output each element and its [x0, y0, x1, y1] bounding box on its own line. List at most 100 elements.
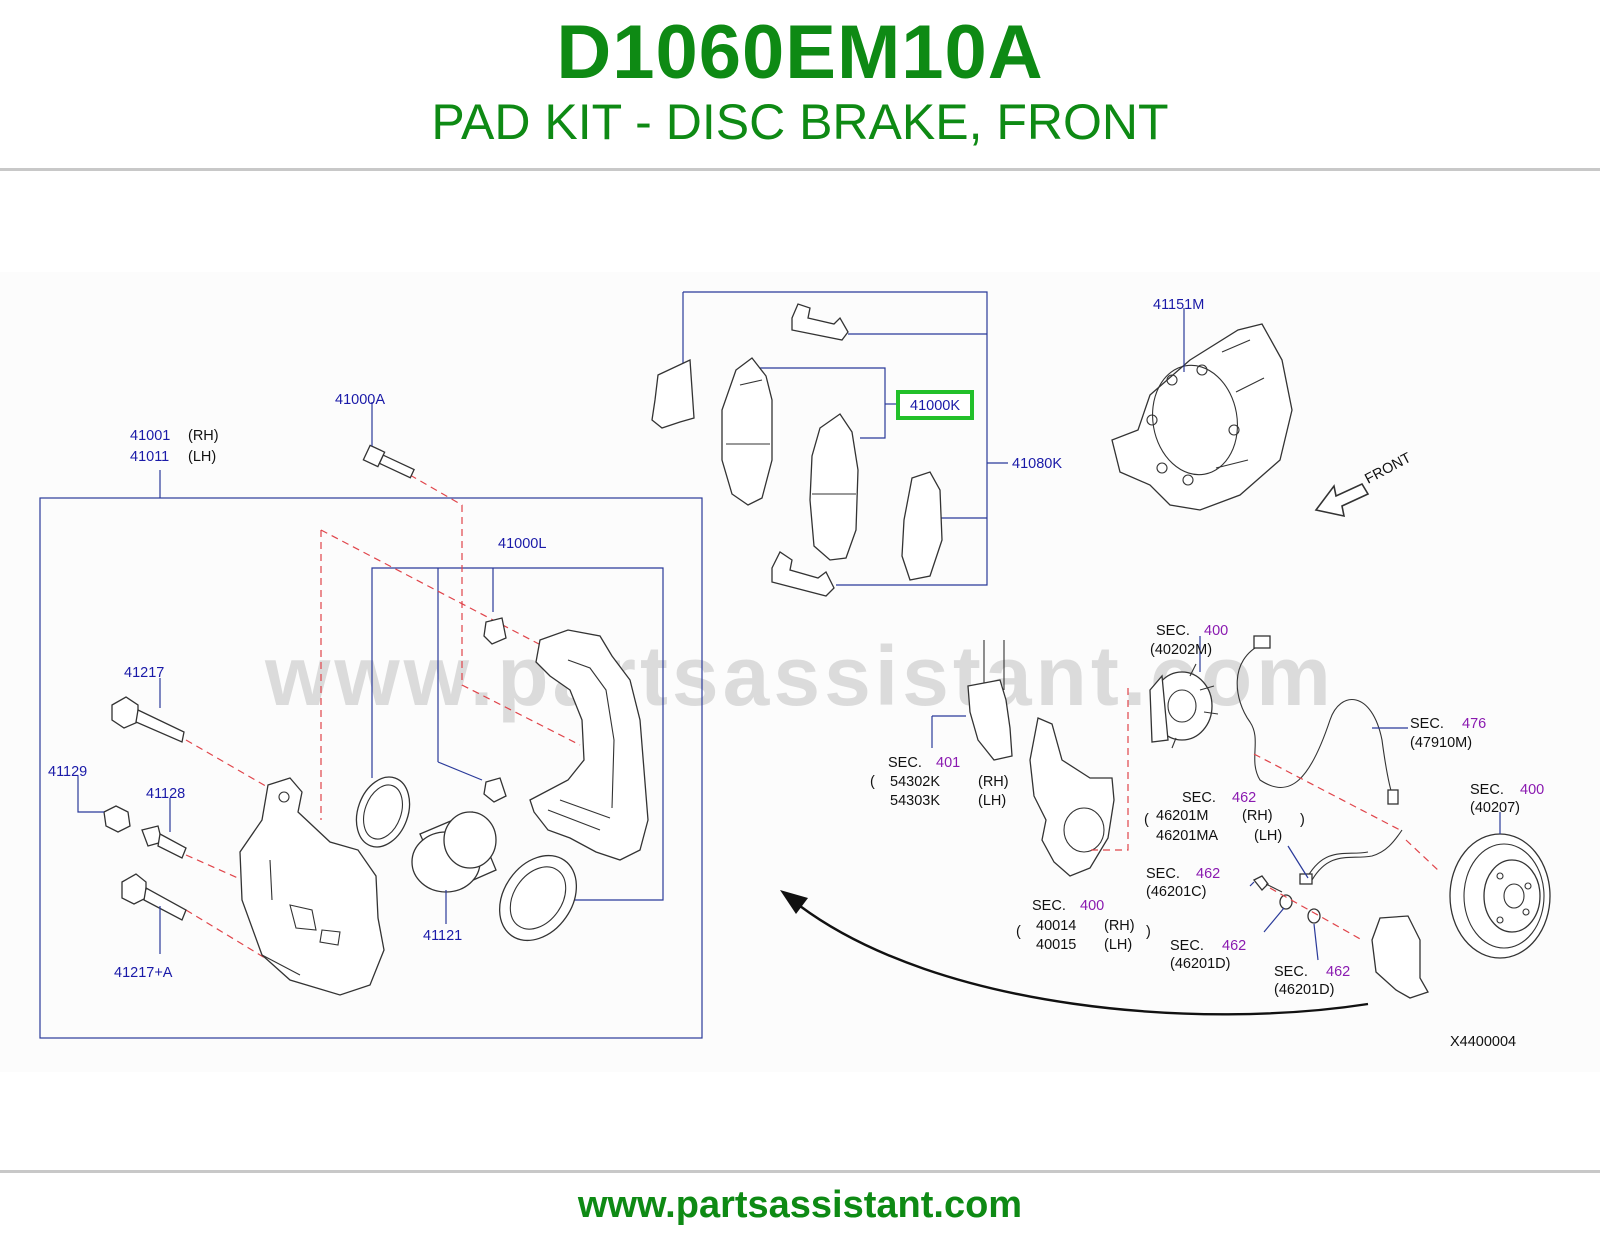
sec401-part-2: 54303K	[890, 793, 940, 809]
copper-washer-2-drawing	[1307, 908, 1321, 924]
sec400-bracket-left: (	[1016, 924, 1021, 940]
footer-divider	[0, 1170, 1600, 1173]
sec462-d2-number[interactable]: 462	[1326, 964, 1350, 980]
pin-boot-upper-drawing	[483, 617, 507, 645]
callout-41121[interactable]: 41121	[423, 928, 462, 944]
baffle-plate-drawing	[1111, 323, 1293, 511]
callout-41011-side: (LH)	[188, 449, 216, 465]
sec462-hose-number[interactable]: 462	[1232, 790, 1256, 806]
callout-41217A[interactable]: 41217+A	[114, 965, 173, 981]
callout-41000A[interactable]: 41000A	[335, 392, 385, 408]
leader-41000L-pin-end	[437, 761, 483, 781]
sec462-d1-part: (46201D)	[1170, 956, 1230, 972]
disc-rotor-drawing	[1449, 833, 1551, 959]
front-label: FRONT	[1362, 450, 1414, 488]
brake-pad-inner-drawing	[721, 357, 773, 506]
torque-member-bracket-lines	[371, 567, 664, 901]
pad-clip-upper-drawing	[791, 303, 849, 341]
sec462-c-label: SEC.	[1146, 866, 1180, 882]
sec400-rotor-label: SEC.	[1470, 782, 1504, 798]
bolt-41000A-drawing	[362, 444, 415, 479]
sec462-hose-side-2: (LH)	[1254, 828, 1282, 844]
caliper-body-drawing	[239, 777, 385, 996]
callout-41151M[interactable]: 41151M	[1153, 297, 1204, 313]
leader-41129	[77, 776, 104, 813]
sec401-number[interactable]: 401	[936, 755, 960, 771]
footer-website-link[interactable]: www.partsassistant.com	[577, 1184, 1023, 1226]
guide-pin-41217-drawing	[111, 696, 185, 743]
bleeder-screw-41128-drawing	[141, 825, 187, 859]
sec400-knuckle-label: SEC.	[1032, 898, 1066, 914]
sec400-knuckle-part-2: 40015	[1036, 937, 1076, 953]
steering-knuckle-drawing	[1029, 717, 1115, 877]
assembly-curved-arrow	[799, 905, 1369, 1016]
sec462-d1-number[interactable]: 462	[1222, 938, 1246, 954]
sec462-hose-side-1: (RH)	[1242, 808, 1273, 824]
sec462-c-number[interactable]: 462	[1196, 866, 1220, 882]
sec462-c-part: (46201C)	[1146, 884, 1206, 900]
sec476-label: SEC.	[1410, 716, 1444, 732]
copper-washer-1-drawing	[1279, 894, 1293, 910]
leader-sec462-d2	[1313, 923, 1319, 961]
piston-seal-drawing	[355, 776, 411, 848]
callout-41217[interactable]: 41217	[124, 665, 164, 681]
leader-41000K-pads	[758, 367, 886, 439]
sec401-part-1: 54302K	[890, 774, 940, 790]
callout-41011[interactable]: 41011	[130, 449, 169, 465]
sec462-d2-label: SEC.	[1274, 964, 1308, 980]
union-bolt-drawing	[1252, 875, 1283, 893]
leader-sec462-d1	[1263, 907, 1285, 933]
callout-41000L[interactable]: 41000L	[498, 536, 546, 552]
dash-line-9	[1405, 839, 1441, 873]
dash-line-6	[185, 909, 266, 959]
piston-41121-drawing	[411, 811, 497, 893]
diagram-canvas: www.partsassistant.com	[39, 291, 1551, 1050]
sec401-label: SEC.	[888, 755, 922, 771]
callout-41001[interactable]: 41001	[130, 428, 170, 444]
pad-shim-right-drawing	[901, 471, 943, 581]
sec462-hose-part-2: 46201MA	[1156, 828, 1218, 844]
caliper-small-drawing	[1371, 915, 1429, 999]
sec400-rotor-number[interactable]: 400	[1520, 782, 1544, 798]
header-divider	[0, 168, 1600, 171]
assembly-arrowhead	[780, 890, 808, 914]
pad-kit-frame-lines	[683, 291, 988, 586]
sec476-number[interactable]: 476	[1462, 716, 1486, 732]
sec462-hose-part-1: 46201M	[1156, 808, 1208, 824]
part-description: PAD KIT - DISC BRAKE, FRONT	[431, 94, 1169, 150]
sec401-bracket-left: (	[870, 774, 875, 790]
sec400-hub-number[interactable]: 400	[1204, 623, 1228, 639]
sec400-knuckle-side-2: (LH)	[1104, 937, 1132, 953]
diagram-code: X4400004	[1450, 1034, 1516, 1050]
sec401-side-1: (RH)	[978, 774, 1009, 790]
callout-41000K[interactable]: 41000K	[910, 398, 960, 414]
sec400-rotor-part: (40207)	[1470, 800, 1520, 816]
brake-hose-drawing	[1299, 829, 1403, 885]
dash-line-10	[1269, 887, 1363, 941]
sec400-knuckle-part-1: 40014	[1036, 918, 1076, 934]
front-direction-arrow	[1314, 482, 1370, 518]
highlight-41000K-box[interactable]	[896, 390, 974, 420]
callout-41128[interactable]: 41128	[146, 786, 185, 802]
guide-pin-41217A-drawing	[121, 873, 187, 921]
sec400-hub-label: SEC.	[1156, 623, 1190, 639]
dash-line-3	[409, 474, 581, 746]
sec400-knuckle-number[interactable]: 400	[1080, 898, 1104, 914]
strut-drawing	[967, 640, 1013, 761]
sec462-bracket-right: )	[1300, 812, 1305, 828]
sec462-d1-label: SEC.	[1170, 938, 1204, 954]
page-header: D1060EM10A PAD KIT - DISC BRAKE, FRONT	[0, 0, 1600, 170]
pad-clip-lower-drawing	[771, 551, 835, 597]
pad-shim-left-drawing	[651, 359, 695, 429]
sec400-hub-part: (40202M)	[1150, 642, 1212, 658]
abs-sensor-harness-drawing	[1236, 635, 1399, 805]
sec401-side-2: (LH)	[978, 793, 1006, 809]
sec462-bracket-left: (	[1144, 812, 1149, 828]
callout-41080K[interactable]: 41080K	[1012, 456, 1062, 472]
brake-pad-outer-drawing	[809, 413, 859, 561]
parts-diagram: www.partsassistant.com	[0, 272, 1600, 1072]
bleeder-cap-41129-drawing	[103, 805, 131, 833]
callout-41129[interactable]: 41129	[48, 764, 87, 780]
caliper-assembly-frame	[39, 497, 703, 1039]
dash-line-7	[1086, 688, 1129, 851]
